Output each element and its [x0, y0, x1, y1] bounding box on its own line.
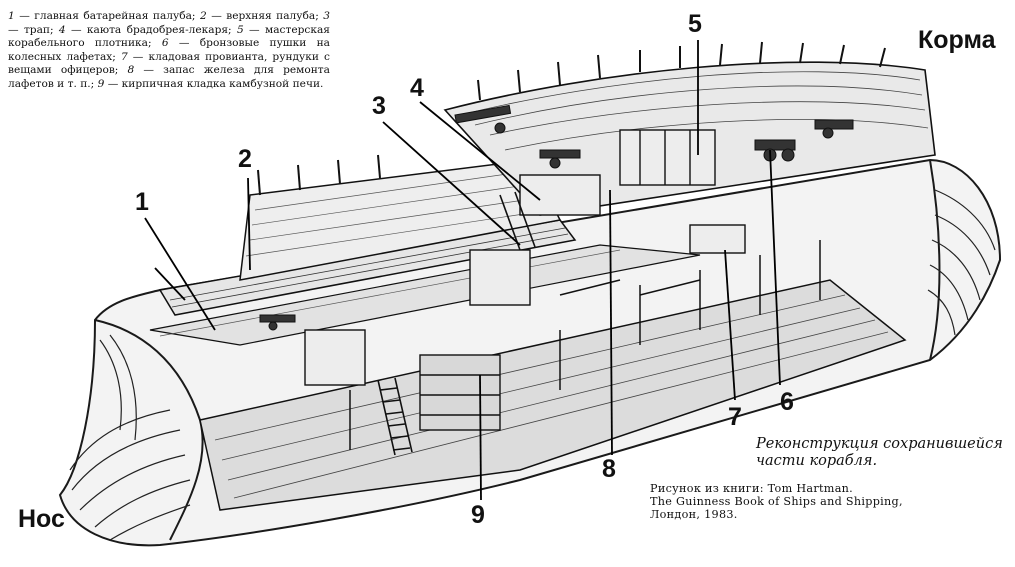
caption-line-2: части корабля.: [756, 453, 878, 469]
legend-item-number: 2: [200, 10, 207, 22]
leader-1: [144, 217, 216, 331]
legend-item-text: запас железа для ремонта лафетов и т. п.…: [8, 64, 330, 90]
callout-1: 1: [135, 188, 149, 216]
lower-deck: [199, 279, 907, 511]
bow-planking: [69, 334, 191, 541]
leader-3: [382, 121, 521, 246]
bow-label: Нос: [18, 505, 65, 533]
legend-item: 2 — верхняя палуба;: [200, 10, 319, 22]
callout-4: 4: [410, 74, 424, 102]
legend-item: 7 — кладовая провианта, рундуки с вещами…: [8, 50, 330, 77]
caption-line-1: Реконструкция сохранившейся: [756, 436, 1003, 452]
credit-line-2: The Guinness Book of Ships and Shipping,: [650, 495, 903, 508]
callout-7: 7: [728, 403, 742, 431]
legend-item-text: мастерская корабельного плотника;: [8, 23, 330, 50]
legend-item-text: бронзовые пушки на колесных лафетах;: [8, 37, 330, 63]
callout-5: 5: [688, 10, 702, 38]
cabins: [304, 129, 746, 431]
legend-item: 8 — запас железа для ремонта лафетов и т…: [8, 64, 330, 90]
cannons: [259, 104, 854, 331]
legend: 1 — главная батарейная палуба; 2 — верхн…: [8, 10, 330, 92]
legend-item-text: главная батарейная палуба;: [34, 10, 196, 22]
legend-item-text: верхняя палуба;: [226, 10, 319, 22]
legend-item-number: 7: [120, 50, 128, 63]
leader-lines: [144, 40, 781, 501]
legend-item-number: 5: [236, 23, 244, 36]
callout-6: 6: [780, 388, 794, 416]
legend-item-number: 9: [97, 77, 105, 90]
callout-9: 9: [471, 501, 485, 529]
legend-item-text: трап;: [23, 23, 54, 36]
callout-3: 3: [372, 92, 386, 120]
stern-planking: [927, 189, 996, 336]
legend-item-text: кладовая провианта, рундуки с вещами офи…: [8, 50, 330, 77]
source-credit: Рисунок из книги: Tom Hartman. The Guinn…: [650, 482, 980, 521]
leader-6: [769, 149, 781, 386]
leader-7: [724, 249, 736, 401]
callout-8: 8: [602, 455, 616, 483]
legend-item: 5 — мастерская корабельного плотника;: [8, 23, 330, 50]
legend-item: 9 — кирпичная кладка камбузной печи.: [97, 77, 324, 90]
legend-item-text: каюта брадобрея-лекаря;: [86, 23, 232, 36]
leader-1b: [154, 267, 186, 301]
credit-line-1: Рисунок из книги: Tom Hartman.: [650, 482, 854, 495]
legend-item-number: 4: [58, 23, 66, 36]
legend-item-text: кирпичная кладка камбузной печи.: [121, 77, 324, 90]
legend-item: 3 — трап;: [8, 10, 331, 36]
leader-2: [247, 177, 251, 271]
legend-item-number: 1: [8, 10, 15, 22]
frame-ribs: [257, 41, 886, 196]
legend-item: 4 — каюта брадобрея-лекаря;: [58, 23, 232, 36]
callout-2: 2: [238, 145, 252, 173]
upper-deck: [158, 159, 577, 316]
legend-item-number: 8: [127, 64, 135, 77]
leader-4: [419, 101, 541, 201]
legend-item-number: 6: [161, 37, 169, 50]
credit-line-3: Лондон, 1983.: [650, 508, 738, 521]
leader-8: [609, 189, 613, 456]
legend-item: 6 — бронзовые пушки на колесных лафетах;: [8, 37, 330, 63]
stern-label: Корма: [918, 26, 996, 54]
legend-item: 1 — главная батарейная палуба;: [8, 10, 196, 22]
figure-caption: Реконструкция сохранившейся части корабл…: [756, 436, 1011, 470]
leader-9: [479, 374, 482, 501]
beams: [349, 240, 821, 450]
legend-item-number: 3: [323, 10, 331, 22]
